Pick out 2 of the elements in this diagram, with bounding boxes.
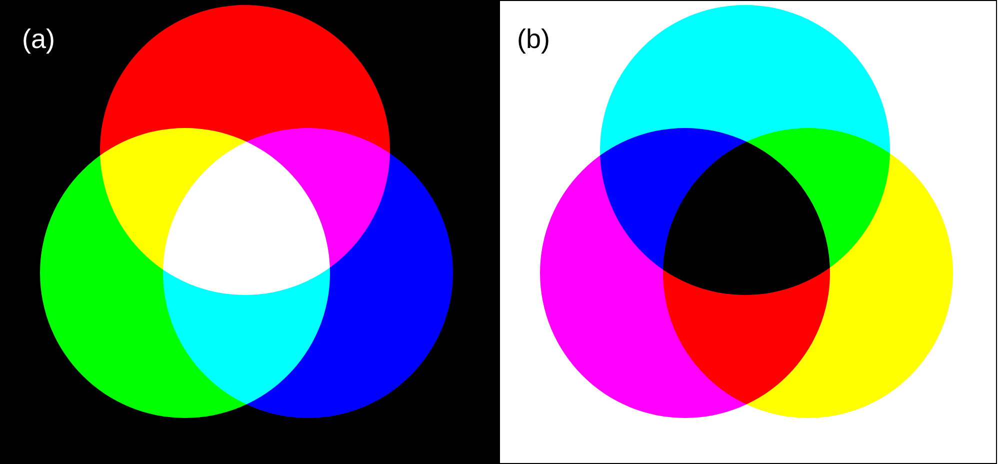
panel-label: (a) xyxy=(22,24,55,54)
panel-label: (b) xyxy=(517,24,550,54)
